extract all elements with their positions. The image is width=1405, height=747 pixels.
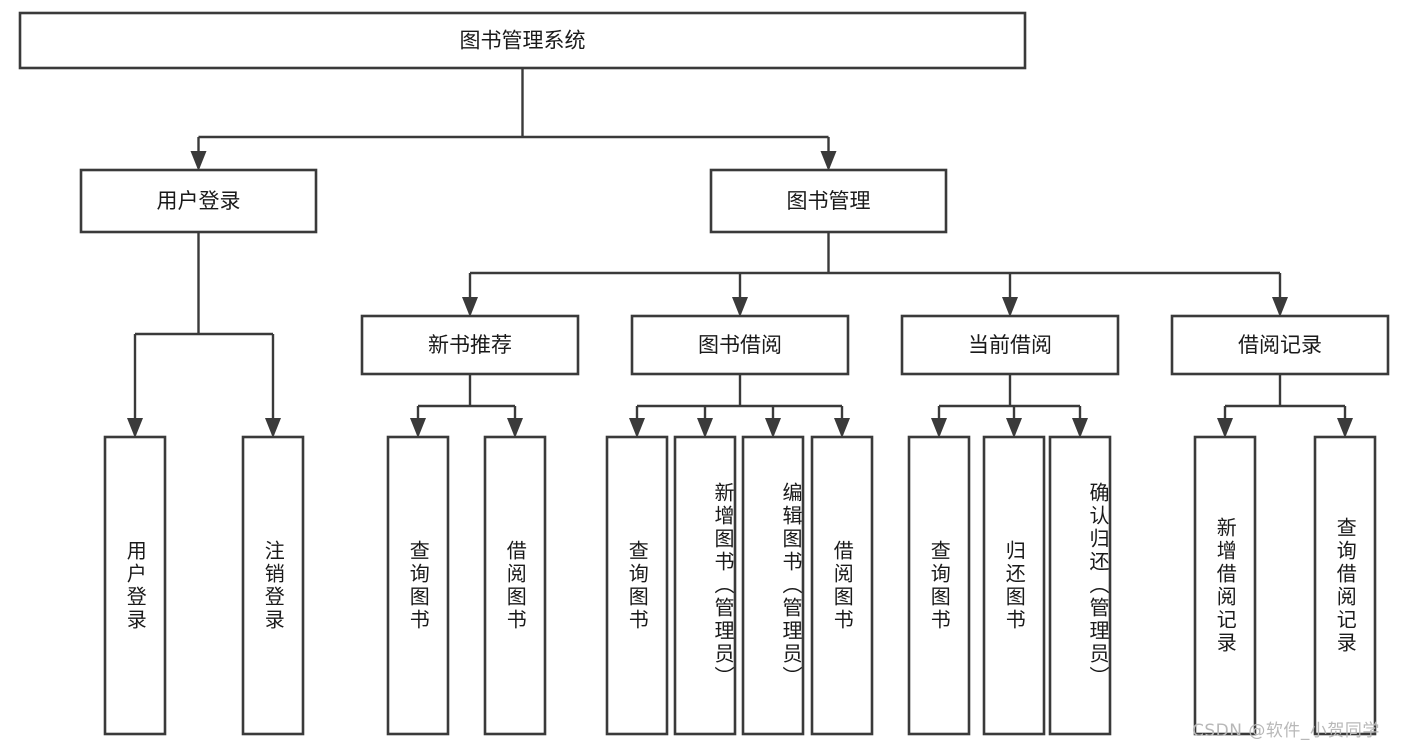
arrow-head-icon bbox=[1002, 297, 1018, 317]
arrow-head-icon bbox=[265, 418, 281, 438]
node-box-leaf-add-record[interactable] bbox=[1193, 435, 1257, 736]
arrow-head-icon bbox=[1217, 418, 1233, 438]
arrow-head-icon bbox=[1006, 418, 1022, 438]
node-box-leaf-borrow-book-bb[interactable] bbox=[810, 435, 874, 736]
node-label-user-login: 用户登录 bbox=[157, 189, 241, 213]
node-box-new-book-rec[interactable] bbox=[360, 314, 580, 376]
node-box-leaf-query-record[interactable] bbox=[1313, 435, 1377, 736]
arrow-head-icon bbox=[1337, 418, 1353, 438]
arrow-head-icon bbox=[1272, 297, 1288, 317]
node-box-leaf-return-book[interactable] bbox=[982, 435, 1046, 736]
arrow-head-icon bbox=[190, 151, 207, 171]
node-label-current-borrow: 当前借阅 bbox=[968, 333, 1052, 357]
arrow-head-icon bbox=[462, 297, 478, 317]
node-label-root: 图书管理系统 bbox=[460, 29, 586, 53]
arrow-head-icon bbox=[732, 297, 748, 317]
node-box-leaf-query-book-bb[interactable] bbox=[605, 435, 669, 736]
connector-lines-group bbox=[127, 68, 1353, 438]
node-box-leaf-logout[interactable] bbox=[241, 435, 305, 736]
node-box-root[interactable] bbox=[18, 11, 1027, 70]
arrow-head-icon bbox=[410, 418, 426, 438]
node-label-new-book-rec: 新书推荐 bbox=[428, 333, 512, 357]
node-box-leaf-query-book-cb[interactable] bbox=[907, 435, 971, 736]
arrow-head-icon bbox=[931, 418, 947, 438]
arrow-head-icon bbox=[1072, 418, 1088, 438]
node-boxes-group bbox=[18, 11, 1390, 736]
node-box-book-borrow[interactable] bbox=[630, 314, 850, 376]
node-box-leaf-query-book-rec[interactable] bbox=[386, 435, 450, 736]
arrow-head-icon bbox=[820, 151, 837, 171]
watermark-text: CSDN @软件_小贺同学 bbox=[1192, 721, 1380, 741]
node-box-borrow-record[interactable] bbox=[1170, 314, 1390, 376]
node-box-book-manage[interactable] bbox=[709, 168, 948, 234]
arrow-head-icon bbox=[834, 418, 850, 438]
arrow-head-icon bbox=[507, 418, 523, 438]
node-box-leaf-confirm-return[interactable] bbox=[1048, 435, 1112, 736]
arrow-head-icon bbox=[697, 418, 713, 438]
arrow-head-icon bbox=[127, 418, 143, 438]
node-label-book-borrow: 图书借阅 bbox=[698, 333, 782, 357]
node-box-current-borrow[interactable] bbox=[900, 314, 1120, 376]
arrow-head-icon bbox=[765, 418, 781, 438]
node-box-leaf-user-login[interactable] bbox=[103, 435, 167, 736]
node-box-user-login[interactable] bbox=[79, 168, 318, 234]
node-box-leaf-add-book[interactable] bbox=[673, 435, 737, 736]
node-box-leaf-edit-book[interactable] bbox=[741, 435, 805, 736]
node-label-book-manage: 图书管理 bbox=[787, 189, 871, 213]
node-box-leaf-borrow-book-rec[interactable] bbox=[483, 435, 547, 736]
arrow-head-icon bbox=[629, 418, 645, 438]
node-label-borrow-record: 借阅记录 bbox=[1238, 333, 1322, 357]
